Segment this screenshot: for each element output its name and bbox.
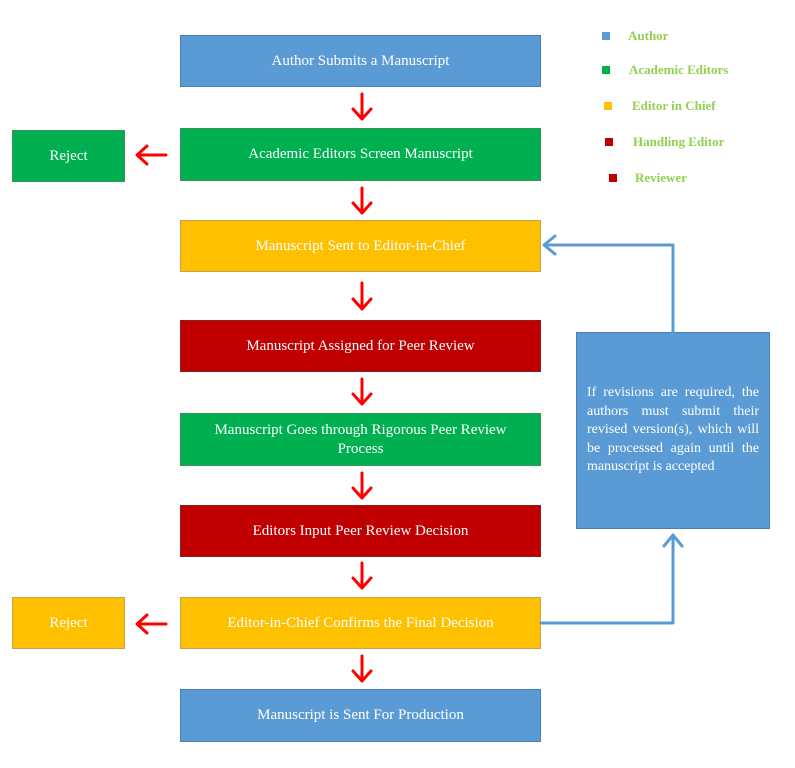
step-academic-screen: Academic Editors Screen Manuscript — [180, 128, 541, 181]
arrow-left-reject-1 — [135, 144, 168, 166]
legend-item-reviewer: Reviewer — [609, 170, 687, 186]
feedback-arrow-up — [539, 533, 684, 625]
arrow-down-6 — [351, 561, 373, 590]
feedback-arrow-back — [542, 234, 675, 334]
step-author-submits-label: Author Submits a Manuscript — [271, 52, 450, 69]
legend-swatch-author — [602, 32, 610, 40]
step-rigorous-peer-review-label: Manuscript Goes through Rigorous Peer Re… — [214, 421, 507, 457]
legend-label-handling-editor: Handling Editor — [633, 134, 725, 149]
legend-swatch-academic-editors — [602, 66, 610, 74]
step-input-decision: Editors Input Peer Review Decision — [180, 505, 541, 557]
step-eic-confirms-label: Editor-in-Chief Confirms the Final Decis… — [227, 614, 494, 631]
legend-label-author: Author — [628, 28, 669, 43]
legend-item-handling-editor: Handling Editor — [605, 134, 724, 150]
arrow-down-7 — [351, 654, 373, 683]
legend-swatch-reviewer — [609, 174, 617, 182]
revision-note: If revisions are required, the authors m… — [576, 332, 770, 529]
legend-item-academic-editors: Academic Editors — [602, 62, 728, 78]
step-academic-screen-label: Academic Editors Screen Manuscript — [248, 146, 473, 162]
step-assigned-peer-review: Manuscript Assigned for Peer Review — [180, 320, 541, 372]
arrow-left-reject-2 — [135, 613, 168, 635]
step-input-decision-label: Editors Input Peer Review Decision — [252, 522, 469, 539]
legend-swatch-handling-editor — [605, 138, 613, 146]
revision-note-text: If revisions are required, the authors m… — [587, 385, 759, 475]
legend-item-editor-in-chief: Editor in Chief — [604, 98, 716, 114]
legend-label-editor-in-chief: Editor in Chief — [632, 98, 716, 113]
arrow-down-2 — [351, 186, 373, 215]
step-sent-to-eic: Manuscript Sent to Editor-in-Chief — [180, 220, 541, 272]
arrow-down-1 — [351, 92, 373, 121]
step-sent-to-production-label: Manuscript is Sent For Production — [257, 707, 464, 723]
arrow-down-3 — [351, 281, 373, 311]
legend-label-academic-editors: Academic Editors — [629, 62, 729, 77]
step-rigorous-peer-review: Manuscript Goes through Rigorous Peer Re… — [180, 413, 541, 466]
step-sent-to-production: Manuscript is Sent For Production — [180, 689, 541, 742]
reject-screening-label: Reject — [49, 147, 88, 164]
arrow-down-5 — [351, 471, 373, 500]
step-assigned-peer-review-label: Manuscript Assigned for Peer Review — [246, 337, 475, 354]
reject-final-label: Reject — [49, 614, 88, 631]
legend-label-reviewer: Reviewer — [635, 170, 687, 185]
step-eic-confirms: Editor-in-Chief Confirms the Final Decis… — [180, 597, 541, 649]
legend-swatch-editor-in-chief — [604, 102, 612, 110]
arrow-down-4 — [351, 377, 373, 406]
step-author-submits: Author Submits a Manuscript — [180, 35, 541, 87]
step-sent-to-eic-label: Manuscript Sent to Editor-in-Chief — [255, 237, 466, 254]
legend-item-author: Author — [602, 28, 668, 44]
reject-box-final: Reject — [12, 597, 125, 649]
reject-box-screening: Reject — [12, 130, 125, 182]
